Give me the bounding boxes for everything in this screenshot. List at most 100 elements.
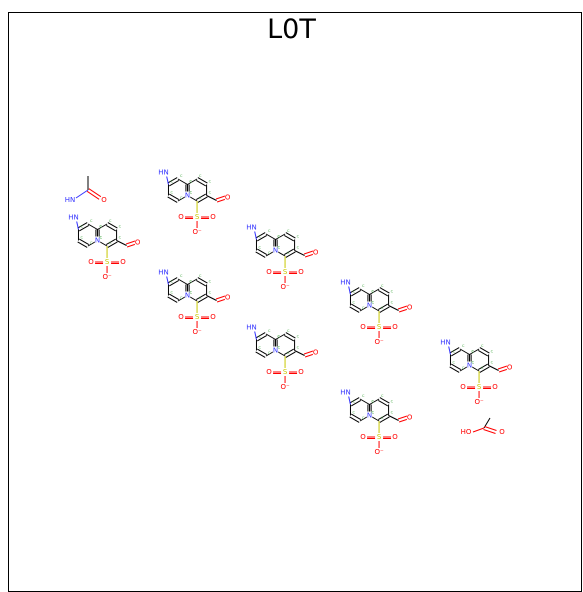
bond [125,240,136,245]
sulfonyl-oxygen: O [266,368,272,376]
atom-annotation: C [190,191,193,195]
bond [257,334,268,342]
bond [349,397,360,404]
bond [275,233,286,240]
bond [451,349,462,357]
carbonyl-oxygen: O [507,364,513,372]
bond [349,416,360,423]
bond [479,347,490,354]
atom-annotation: C [472,350,475,354]
atom-annotation: C [119,225,122,229]
bond [497,365,508,370]
atom-annotation: C [481,366,484,370]
sulfur-atom: S [195,313,200,321]
atom-annotation: C [199,296,202,300]
bond [349,306,360,313]
label-backdrop [280,383,290,391]
atom-annotation: C [452,350,455,354]
amide-nh: HN [246,224,257,232]
sulfonyl-oxygen: O [88,258,94,266]
atom-annotation: C [180,174,183,178]
bond [284,348,295,356]
atom-annotation: C [180,296,183,300]
bond [303,350,314,355]
bond [397,305,408,310]
nitrogen-atom: N [185,292,190,300]
atom-annotation: C [381,394,384,398]
label-backdrop [374,338,384,346]
sulfonyl-oxygen: O [298,268,304,276]
bond [216,298,227,303]
atom-annotation: C [297,235,300,239]
sulfonyl-oxygen: O [210,213,216,221]
label-backdrop [194,213,200,221]
atom-annotation: C [190,280,193,284]
atom-annotation: C [372,290,375,294]
bond [388,305,399,311]
bond [106,238,117,246]
atom-annotation: C [472,361,475,365]
bond [304,253,315,258]
bond [167,277,178,284]
amide-nh: HN [158,169,169,177]
bond [215,195,226,200]
nitrogen-atom: N [273,247,278,255]
bond [169,193,180,201]
atom-annotation: C [278,235,281,239]
bond [253,230,257,240]
bond [107,241,118,248]
sulfonyl-oxygen: O [178,313,184,321]
atom-annotation: C [119,236,122,240]
label-backdrop [406,303,413,312]
bond [197,196,208,203]
sulfonyl-oxygen: O [492,383,498,391]
atom-annotation: C [391,411,394,415]
bond [97,223,108,230]
label-backdrop [312,348,319,357]
nitrogen-atom: N [95,237,100,245]
carboxyl-oxygen: O [499,428,505,436]
bond [165,275,169,285]
acetyl-oxygen: O [101,196,107,204]
atom-annotation: C [278,335,281,339]
bond [284,248,295,256]
bond [86,190,100,200]
atom-annotation: C [287,251,290,255]
label-backdrop [340,388,351,397]
label-backdrop [88,258,94,266]
bond [447,345,451,355]
bond [257,248,268,256]
bond [126,243,137,248]
bond [483,429,496,434]
label-backdrop [376,433,382,441]
bond [169,293,180,301]
atom-annotation: C [100,236,103,240]
atom-annotation: C [462,344,465,348]
atom-annotation: C [199,196,202,200]
amide-nh: HN [340,389,351,397]
carbonyl-oxygen: O [313,349,319,357]
bond [379,416,390,423]
atom-annotation: C [352,290,355,294]
sulfonate-oxygen: O⁻ [374,448,384,456]
bond [284,234,295,242]
bond [106,224,117,232]
label-backdrop [406,413,413,422]
bond [379,287,390,294]
bond [257,234,268,242]
atom-annotation: C [170,180,173,184]
bonds [75,175,509,448]
sulfonate-oxygen: O⁻ [192,228,202,236]
bond [255,232,266,239]
atom-annotation: C [372,301,375,305]
atom-annotation: C [287,329,290,333]
sulfonyl-oxygen: O [392,433,398,441]
hydroxyl: HO [461,428,472,436]
label-backdrop [104,258,110,266]
atom-annotation: C [258,235,261,239]
label-backdrop [506,363,513,372]
label-backdrop [224,293,231,302]
sulfonyl-oxygen: O [392,323,398,331]
atom-annotation: C [258,346,261,350]
label-backdrop [392,433,398,441]
